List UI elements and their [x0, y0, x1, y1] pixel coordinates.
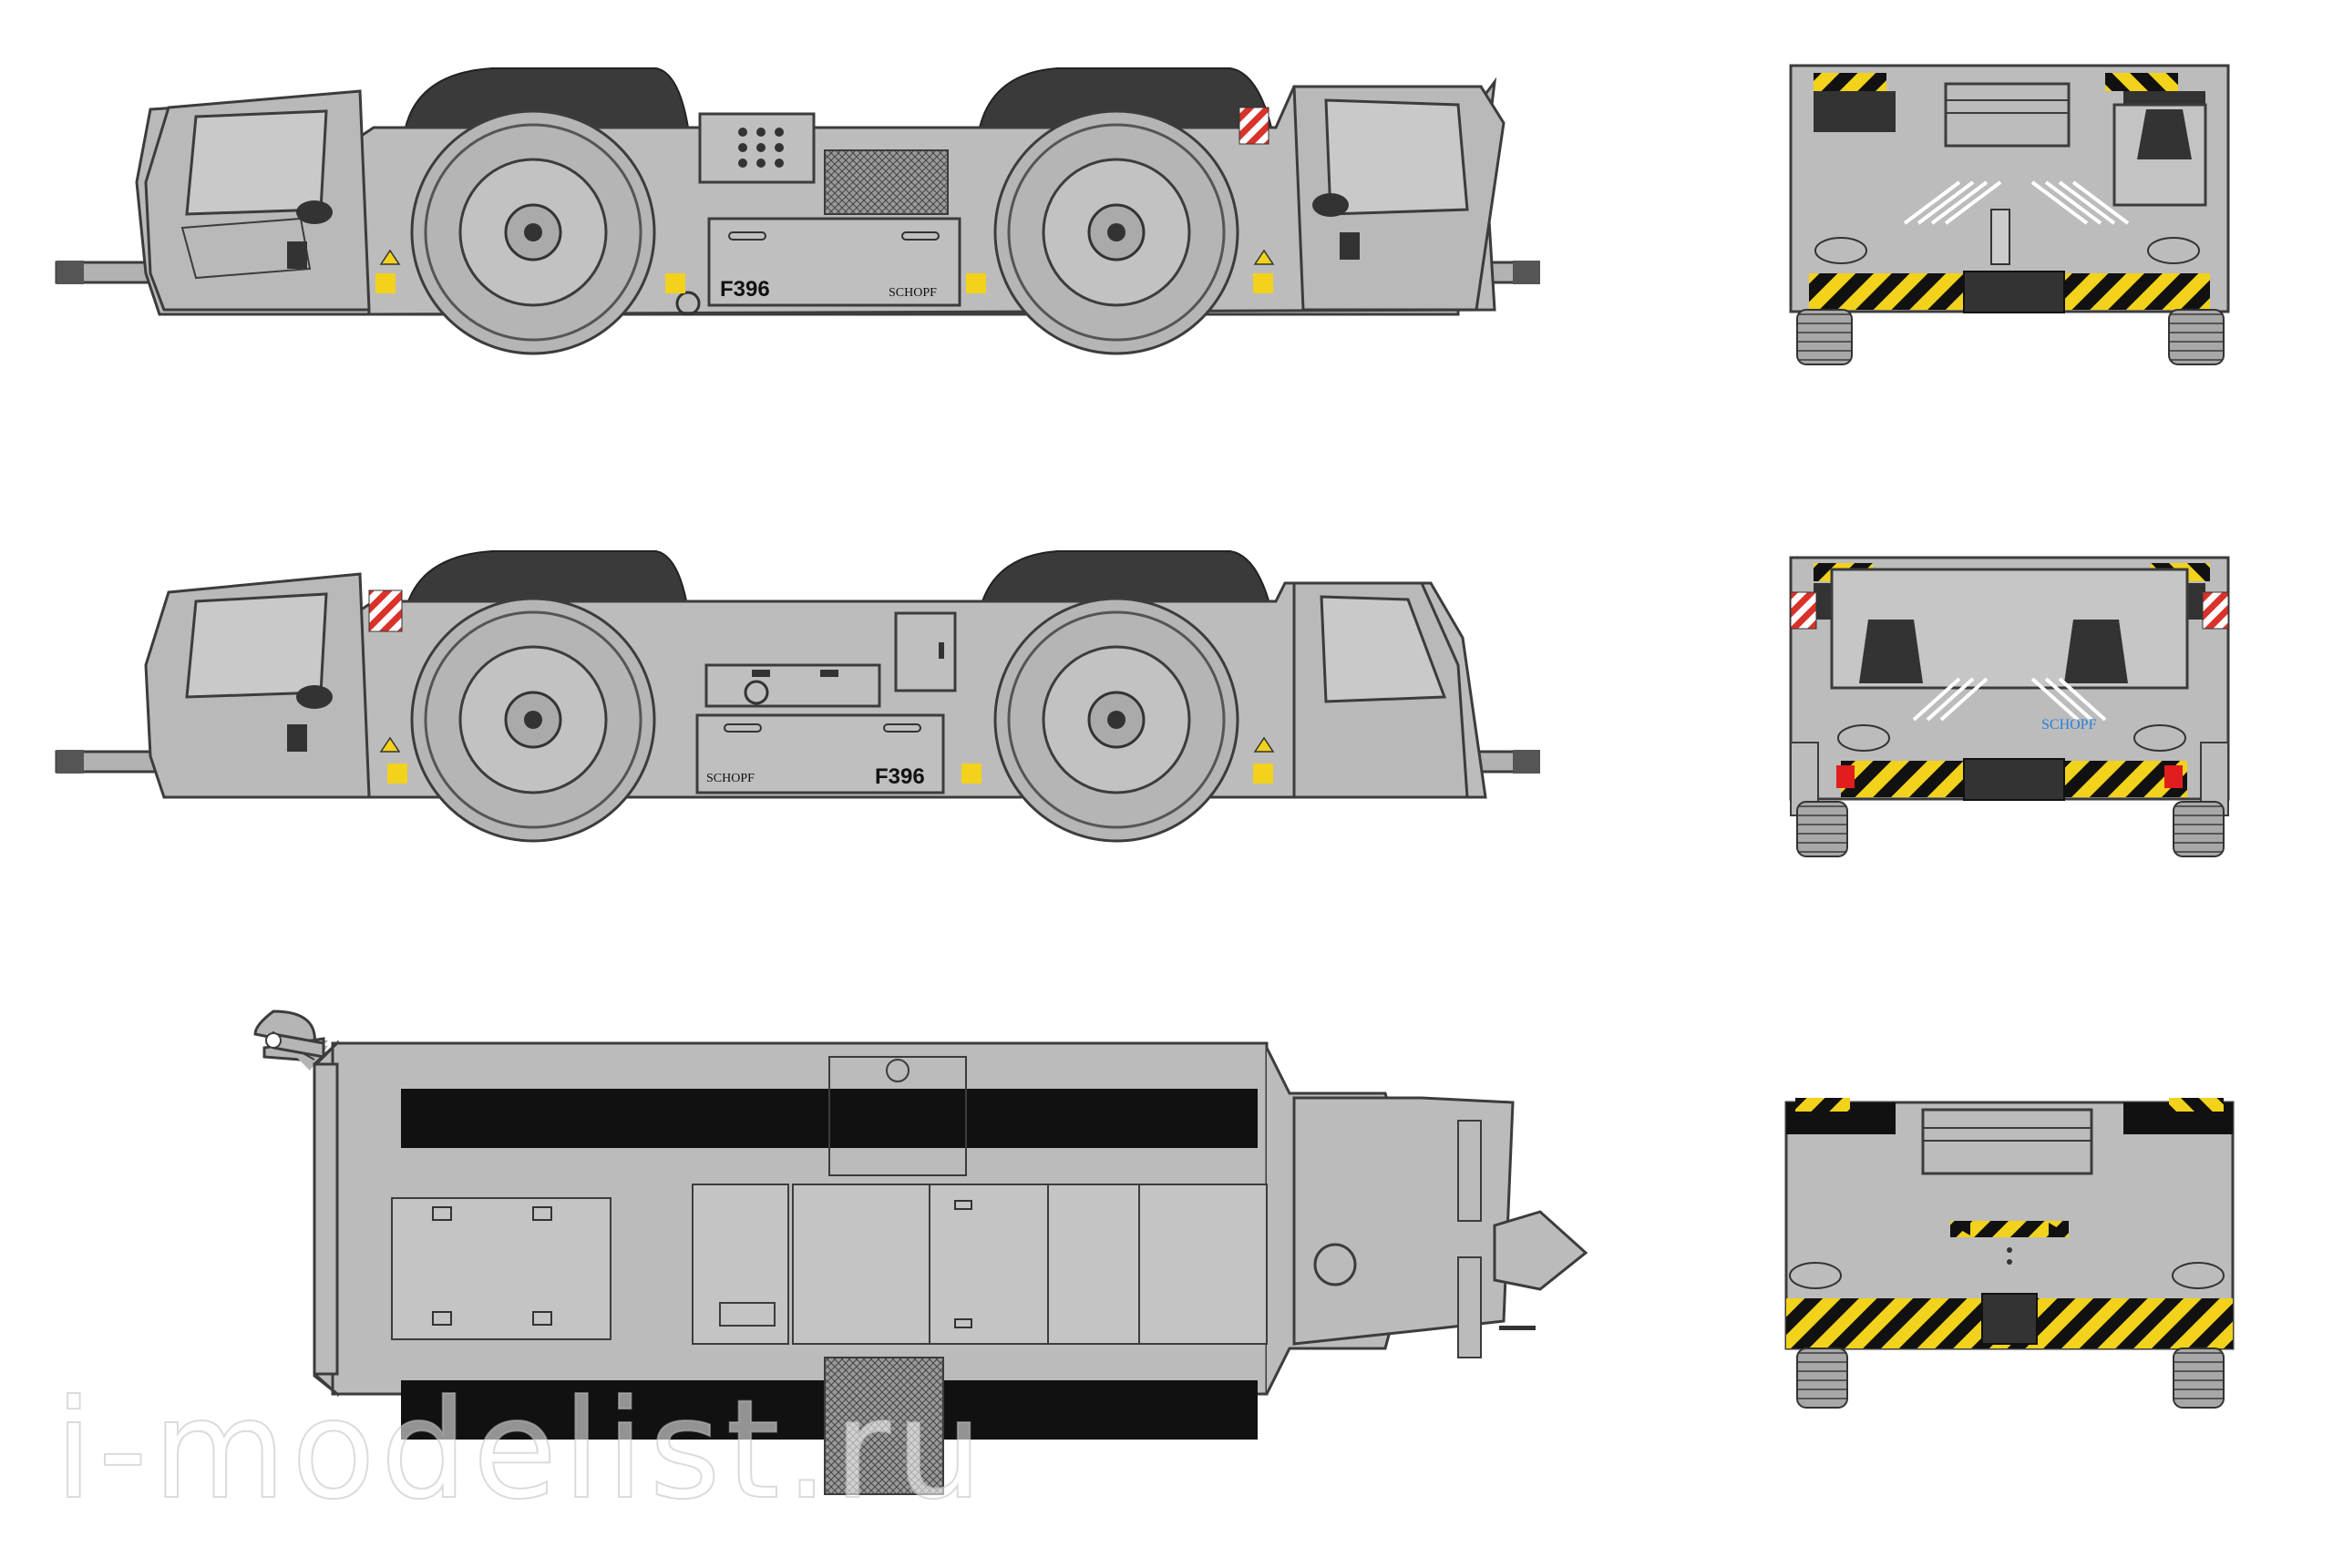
cab-window-rear: [1324, 98, 1469, 216]
watermark-text: i-modelist.ru: [54, 1370, 988, 1531]
fleet-number-label-2: F396: [875, 764, 925, 789]
fleet-number-label: F396: [720, 277, 770, 302]
rear-coupler: [1493, 1210, 1588, 1291]
cab-window-front: [185, 109, 328, 216]
wheel-rear: [993, 109, 1239, 355]
tow-bar-rear-end: [1513, 261, 1540, 284]
wheel-arch-cover-rear: [978, 67, 1273, 128]
fuel-cap: [675, 291, 701, 316]
engine-grille: [824, 149, 949, 215]
warning-plate-rear: [1238, 107, 1269, 145]
maker-marking-label-2: SCHOPF: [706, 772, 755, 785]
mirror-front: [296, 200, 333, 224]
rear-view: SCHOPF: [1789, 556, 2230, 857]
maker-marking-label: SCHOPF: [889, 286, 937, 300]
cab-door-line: [180, 217, 312, 280]
rear-detail-view: [1784, 1098, 2235, 1409]
wheel-arch-cover-front: [404, 67, 690, 128]
mirror-rear: [1312, 193, 1349, 217]
side-view-left: F396 SCHOPF: [55, 67, 1540, 355]
front-view: [1789, 64, 2230, 365]
side-view-right: SCHOPF F396: [55, 550, 1540, 843]
wheel-front: [410, 109, 656, 355]
top-view: [253, 1009, 1588, 1495]
tow-eye: [253, 1009, 316, 1048]
cab-handle-rear: [1340, 232, 1360, 260]
maker-marking-blue: SCHOPF: [2041, 717, 2097, 733]
cab-handle-front: [287, 241, 307, 269]
tow-bar-front-end: [57, 261, 84, 284]
top-grille: [824, 1357, 944, 1495]
